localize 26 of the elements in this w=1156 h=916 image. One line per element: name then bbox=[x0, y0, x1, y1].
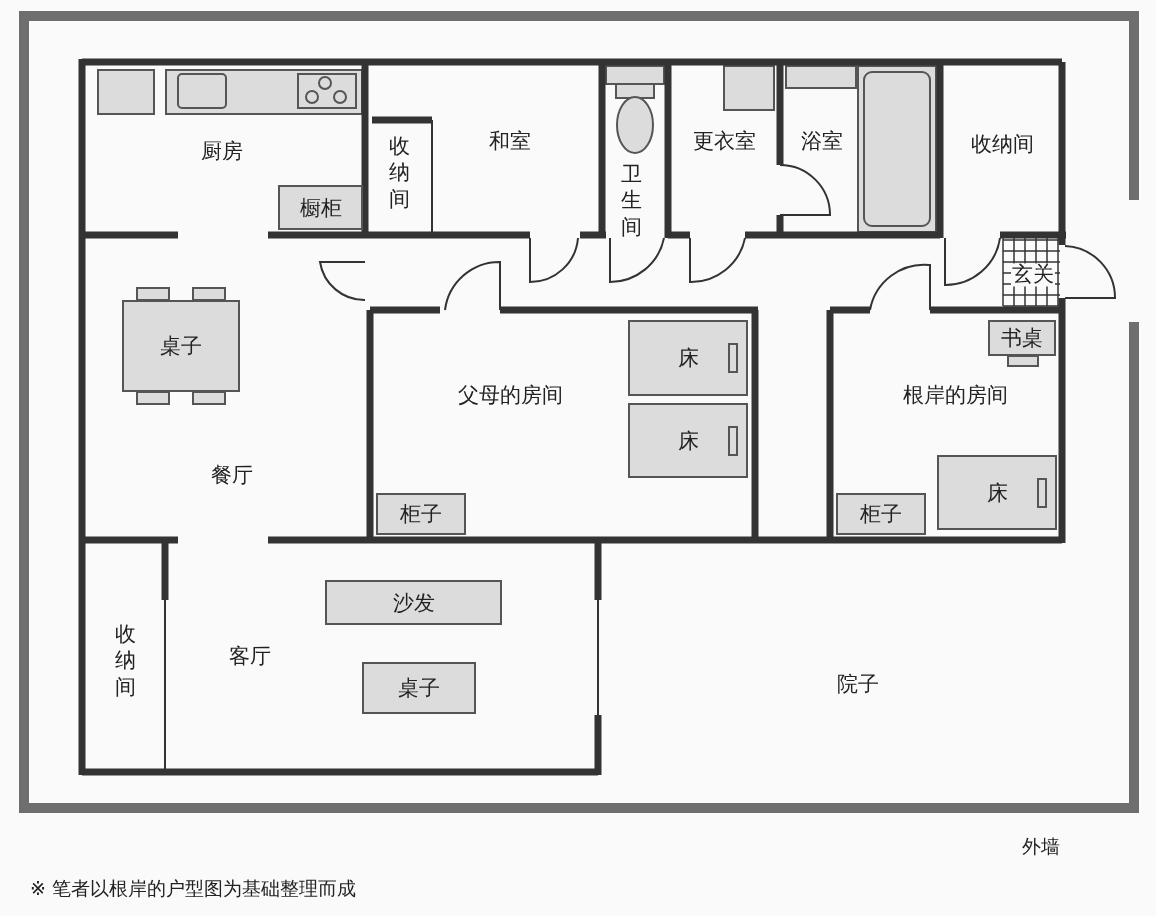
room-label: 卫生间 bbox=[621, 160, 643, 240]
room-label: 父母的房间 bbox=[457, 384, 563, 408]
room-label: 浴室 bbox=[801, 130, 843, 154]
room-label: 收纳间 bbox=[970, 133, 1034, 157]
table: 桌子 bbox=[122, 300, 240, 392]
sofa: 沙发 bbox=[325, 580, 502, 625]
desk: 书桌 bbox=[988, 320, 1056, 356]
table: 桌子 bbox=[362, 662, 476, 714]
bed: 床 bbox=[628, 320, 748, 396]
cabinet: 柜子 bbox=[836, 493, 926, 535]
room-label: 收纳间 bbox=[389, 132, 411, 212]
bed: 床 bbox=[628, 403, 748, 478]
room-label: 和室 bbox=[489, 130, 531, 154]
room-label: 玄关 bbox=[1011, 263, 1055, 287]
footnote: ※ 笔者以根岸的户型图为基础整理而成 bbox=[30, 876, 356, 901]
room-label: 餐厅 bbox=[211, 464, 253, 488]
room-label: 根岸的房间 bbox=[902, 384, 1008, 408]
cabinet: 柜子 bbox=[376, 493, 466, 535]
room-label: 厨房 bbox=[201, 140, 243, 164]
wall-label: 外墙 bbox=[1022, 834, 1060, 859]
room-label: 更衣室 bbox=[692, 130, 756, 154]
room-label: 收纳间 bbox=[115, 620, 137, 700]
room-label: 客厅 bbox=[229, 645, 271, 669]
cupboard: 橱柜 bbox=[278, 185, 363, 230]
bed: 床 bbox=[937, 455, 1057, 530]
room-label: 院子 bbox=[837, 673, 879, 697]
